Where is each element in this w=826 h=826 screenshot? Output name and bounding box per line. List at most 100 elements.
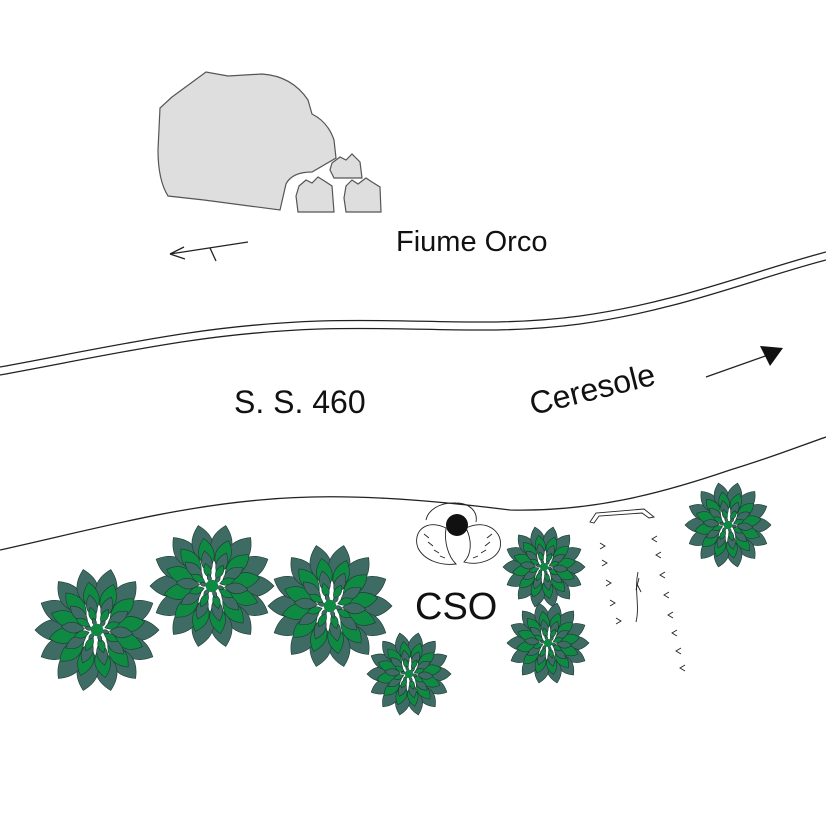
- tree-leaf: [336, 609, 352, 619]
- tree-leaf: [190, 573, 206, 583]
- boulders: [157, 71, 382, 213]
- tree-leaf: [84, 636, 94, 652]
- tree-leaf: [729, 518, 734, 524]
- path-mark: [605, 579, 612, 587]
- tree-leaf: [218, 589, 234, 599]
- tree-leaf: [728, 530, 734, 542]
- path-mark: [615, 617, 622, 625]
- path-mark: [601, 559, 608, 567]
- tree-leaf: [84, 626, 94, 631]
- tree-leaf: [333, 605, 343, 610]
- tree-leaf: [411, 659, 418, 670]
- path-mark: [655, 551, 662, 559]
- tree-leaf: [400, 678, 407, 689]
- tree-leaf: [333, 584, 343, 600]
- tree-leaf: [400, 671, 407, 675]
- path-mark: [609, 599, 616, 607]
- river-label: Fiume Orco: [396, 226, 548, 258]
- tree-leaf: [552, 637, 564, 643]
- tree-leaf: [535, 564, 542, 568]
- tree-leaf: [109, 626, 134, 639]
- tree-leaf: [214, 576, 221, 584]
- path-mark: [659, 571, 666, 579]
- tree-core: [323, 599, 337, 613]
- tree-leaf: [722, 508, 728, 520]
- tree-leaf: [100, 629, 110, 634]
- tree-leaf: [523, 637, 541, 646]
- tree-core: [205, 579, 219, 593]
- tree-icon: [366, 632, 452, 716]
- tree-leaf: [535, 571, 543, 582]
- tree-leaf: [545, 552, 553, 563]
- road: [0, 251, 826, 551]
- tree-leaf: [384, 668, 401, 677]
- tree-leaf: [736, 522, 754, 531]
- tree-leaf: [293, 597, 318, 610]
- tree-leaf: [711, 525, 723, 531]
- tree-leaf: [394, 665, 405, 672]
- tree-leaf: [317, 612, 327, 628]
- tree-leaf: [99, 620, 106, 628]
- tree-leaf: [215, 585, 225, 590]
- tree-leaf: [100, 608, 110, 624]
- tree-leaf: [199, 582, 209, 587]
- cave-entrance-icon: [416, 502, 501, 565]
- tree-leaf: [403, 675, 408, 681]
- path-mark: [663, 591, 670, 599]
- tree-icon: [34, 569, 160, 691]
- path-mark: [667, 611, 674, 619]
- tree-core: [543, 638, 553, 648]
- tree-leaf: [532, 643, 544, 649]
- tree-leaf: [519, 561, 537, 570]
- tree-leaf: [728, 527, 732, 534]
- tree-leaf: [549, 636, 554, 642]
- tree-leaf: [413, 668, 425, 674]
- tree-leaf: [188, 586, 205, 595]
- tree-leaf: [538, 568, 543, 574]
- tree-leaf: [545, 560, 550, 566]
- tree-leaf: [317, 602, 327, 607]
- tree-leaf: [405, 665, 409, 672]
- tree-leaf: [97, 637, 106, 654]
- tree-leaf: [544, 569, 548, 576]
- large-boulder: [157, 71, 337, 211]
- small-boulder: [343, 177, 382, 213]
- path-mark: [599, 542, 606, 550]
- tree-leaf: [719, 522, 726, 526]
- tree-leaf: [724, 516, 728, 523]
- tree-leaf: [548, 645, 552, 652]
- tree-leaf: [540, 558, 544, 565]
- cave-opening: [446, 514, 468, 536]
- tree-leaf: [549, 628, 557, 639]
- tree-leaf: [403, 658, 409, 670]
- tree-leaf: [97, 633, 103, 643]
- tree-leaf: [713, 516, 724, 523]
- tree-leaf: [337, 597, 354, 606]
- tree-leaf: [722, 526, 727, 532]
- tree-leaf: [551, 564, 569, 573]
- tree-leaf: [409, 678, 415, 690]
- tree-leaf: [409, 676, 413, 683]
- tree-leaf: [175, 577, 200, 590]
- tree-leaf: [215, 564, 225, 580]
- tree-icon: [506, 602, 590, 684]
- tree-leaf: [552, 644, 563, 652]
- tree-leaf: [203, 562, 212, 579]
- tree-leaf: [88, 632, 95, 640]
- left-arrow-icon: [169, 241, 249, 262]
- tree-leaf: [75, 617, 91, 627]
- tree-leaf: [60, 621, 85, 634]
- site-label: CSO: [415, 586, 498, 628]
- tree-leaf: [203, 588, 210, 596]
- small-boulder: [295, 176, 335, 213]
- road-label: S. S. 460: [234, 384, 366, 420]
- tree-leaf: [342, 602, 367, 615]
- tree-leaf: [224, 582, 249, 595]
- tree-leaf: [91, 617, 97, 627]
- tree-leaf: [542, 644, 547, 650]
- tree-leaf: [732, 527, 743, 534]
- tree-leaf: [544, 571, 550, 583]
- tree-leaf: [548, 647, 554, 659]
